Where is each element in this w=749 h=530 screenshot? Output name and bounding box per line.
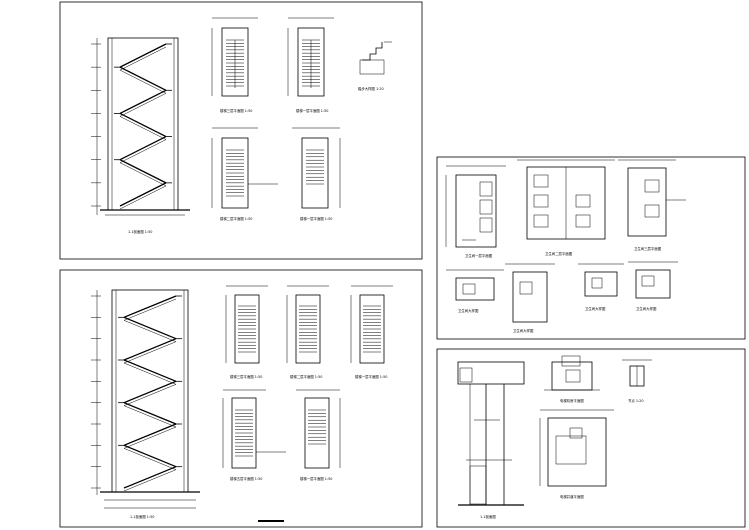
- elevator-top-detail: [544, 355, 600, 391]
- panel-right-bottom-frame: [436, 348, 746, 528]
- bottom-left-plan-4-label: 楼梯五层平面图 1:50: [230, 476, 262, 481]
- elevator-section-label: 1-1剖面图: [480, 514, 496, 519]
- top-left-step-detail: [359, 41, 392, 75]
- toilet-plan-c: [618, 159, 686, 237]
- toilet-plan-a: [445, 165, 506, 248]
- top-left-stair-section: [91, 37, 190, 216]
- panel-bottom-left-frame: [59, 269, 423, 528]
- toilet-plan-b: [517, 159, 615, 240]
- elevator-section: [457, 361, 525, 506]
- bottom-left-plan-3-label: 楼梯一层平面图 1:50: [355, 374, 387, 379]
- elevator-machine-label: 电梯机房平面图: [560, 398, 584, 403]
- toilet-detail-a-label: 卫生间大样图: [458, 308, 479, 313]
- toilet-detail-c-label: 卫生间大样图: [585, 306, 606, 311]
- bottom-left-plan-3: [350, 285, 393, 364]
- top-left-detail-label: 踏步大样图 1:20: [358, 86, 384, 91]
- toilet-plan-b-label: 卫生间二层平面图: [545, 251, 573, 256]
- toilet-detail-d-label: 卫生间大样图: [636, 306, 657, 311]
- small-node-label: 节点 1:20: [628, 398, 643, 403]
- bottom-left-plan-5: [296, 389, 341, 469]
- toilet-plan-a-label: 卫生间一层平面图: [465, 253, 493, 258]
- toilet-plan-c-label: 卫生间三层平面图: [634, 246, 662, 251]
- toilet-detail-d: [628, 261, 678, 299]
- panel-right-middle-frame: [436, 156, 746, 340]
- top-left-plan-1-label: 楼梯三层平面图 1:50: [220, 108, 252, 113]
- panel-top-left-frame: [59, 1, 423, 260]
- top-left-plan-2: [287, 17, 334, 97]
- bottom-left-plan-4: [222, 389, 286, 469]
- top-left-plan-3: [211, 127, 278, 209]
- bottom-left-plan-1-label: 楼梯三层平面图 1:50: [230, 374, 262, 379]
- top-left-plan-3-label: 楼梯二层平面图 1:50: [220, 216, 252, 221]
- bottom-left-plan-2-label: 楼梯二层平面图 1:50: [290, 374, 322, 379]
- bottom-left-plan-5-label: 楼梯一层平面图 1:50: [300, 476, 332, 481]
- top-left-plan-4: [292, 127, 341, 209]
- elevator-shaft-label: 电梯井道平面图: [560, 494, 584, 499]
- small-node-detail: [622, 359, 652, 387]
- bottom-left-plan-2: [286, 285, 329, 364]
- toilet-detail-b-label: 卫生间大样图: [513, 328, 534, 333]
- toilet-detail-c: [578, 263, 624, 297]
- scale-bar: [258, 520, 284, 522]
- top-left-plan-1: [211, 17, 258, 97]
- top-left-section-label: 1-1剖面图 1:50: [128, 229, 152, 234]
- toilet-detail-a: [446, 269, 504, 301]
- bottom-left-plan-1: [225, 285, 268, 364]
- toilet-detail-b: [505, 263, 555, 323]
- bottom-left-stair-section: [91, 289, 200, 509]
- top-left-plan-4-label: 楼梯一层平面图 1:50: [300, 216, 332, 221]
- top-left-plan-2-label: 楼梯一层平面图 1:50: [296, 108, 328, 113]
- elevator-shaft-plan: [539, 409, 614, 487]
- bottom-left-section-label: 1-1剖面图 1:50: [130, 514, 154, 519]
